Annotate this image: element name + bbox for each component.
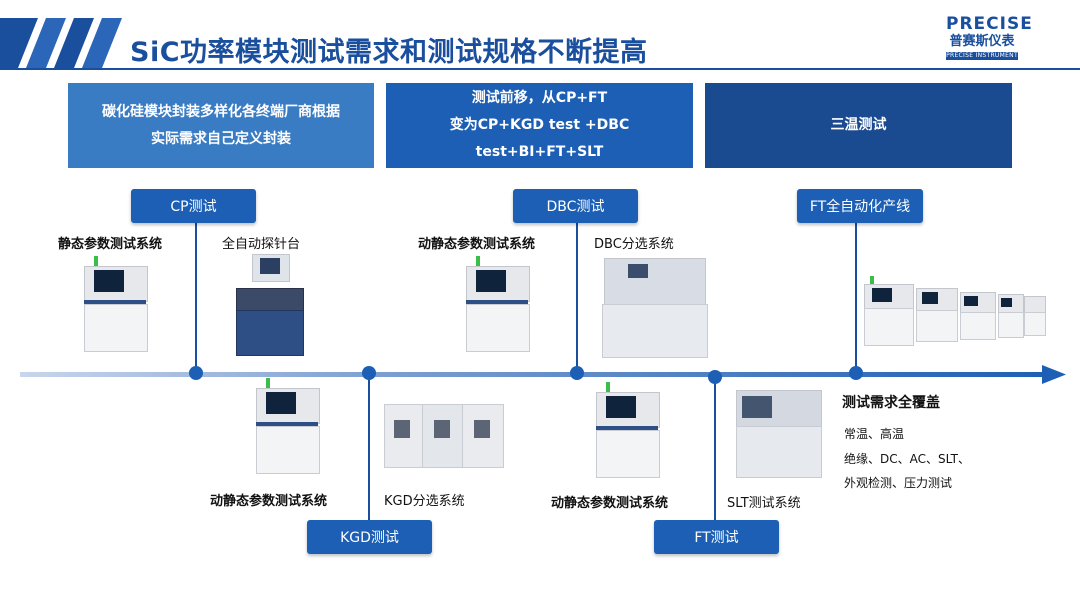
timeline-arrow xyxy=(20,365,1066,384)
coverage-line-inspection: 外观检测、压力测试 xyxy=(844,476,953,490)
label-dyn-static-system-3: 动静态参数测试系统 xyxy=(551,496,669,511)
label-dbc-sorting-system: DBC分选系统 xyxy=(594,237,674,252)
timeline-node-cp xyxy=(189,366,203,380)
box-line: 实际需求自己定义封装 xyxy=(151,130,291,147)
logo-english-name: PRECISE INSTRUMENT xyxy=(946,52,1018,60)
header-stripes-decoration xyxy=(0,18,122,68)
header-underline xyxy=(0,68,1080,70)
stage-kgd-label: KGD测试 xyxy=(307,520,432,554)
company-logo: PRECISE 普赛斯仪表 PRECISE INSTRUMENT xyxy=(946,14,1033,60)
dyn-static-system-image-1 xyxy=(462,256,537,354)
logo-chinese-name: 普赛斯仪表 xyxy=(949,34,1015,49)
coverage-line-tests: 绝缘、DC、AC、SLT、 xyxy=(844,452,970,466)
kgd-sorting-system-image xyxy=(384,404,504,472)
dbc-sorting-system-image xyxy=(598,258,710,362)
label-dyn-static-system-1: 动静态参数测试系统 xyxy=(418,237,536,252)
box-line: 三温测试 xyxy=(830,117,887,133)
page-title: SiC功率模块测试需求和测试规格不断提高 xyxy=(130,37,648,68)
connector-dbc xyxy=(576,222,578,372)
label-auto-probe-station: 全自动探针台 xyxy=(222,237,301,252)
connector-ft xyxy=(714,378,716,522)
stage-ft-label: FT测试 xyxy=(654,520,779,554)
timeline-node-ft-line xyxy=(849,366,863,380)
requirement-box-test-shift: 测试前移，从CP+FT 变为CP+KGD test +DBC test+BI+F… xyxy=(386,83,693,168)
stage-ft-line-label: FT全自动化产线 xyxy=(797,189,923,223)
box-line: 测试前移，从CP+FT xyxy=(471,90,608,106)
box-line: 变为CP+KGD test +DBC test+BI+FT+SLT xyxy=(449,117,630,160)
timeline-node-ft xyxy=(708,370,722,384)
stage-cp-label: CP测试 xyxy=(131,189,256,223)
label-static-test-system: 静态参数测试系统 xyxy=(58,237,163,252)
static-test-system-image xyxy=(80,256,155,354)
coverage-line-temperatures: 常温、高温 xyxy=(844,427,905,441)
slt-test-system-image xyxy=(732,390,824,480)
requirement-box-three-temp: 三温测试 xyxy=(705,83,1012,168)
coverage-title: 测试需求全覆盖 xyxy=(842,395,940,411)
box-line: 碳化硅模块封装多样化各终端厂商根据 xyxy=(102,103,340,120)
connector-ft-line xyxy=(855,222,857,372)
ft-automated-line-image xyxy=(862,276,1046,350)
label-kgd-sorting-system: KGD分选系统 xyxy=(384,494,465,509)
logo-wordmark: PRECISE xyxy=(946,14,1033,34)
connector-kgd xyxy=(368,374,370,522)
auto-probe-station-image xyxy=(232,254,306,360)
dyn-static-system-image-3 xyxy=(592,382,667,480)
dyn-static-system-image-2 xyxy=(252,378,327,476)
timeline-node-kgd xyxy=(362,366,376,380)
stage-dbc-label: DBC测试 xyxy=(513,189,638,223)
requirement-box-packaging: 碳化硅模块封装多样化各终端厂商根据 实际需求自己定义封装 xyxy=(68,83,374,168)
label-slt-test-system: SLT测试系统 xyxy=(727,496,801,511)
connector-cp xyxy=(195,222,197,372)
label-dyn-static-system-2: 动静态参数测试系统 xyxy=(210,494,328,509)
timeline-node-dbc xyxy=(570,366,584,380)
